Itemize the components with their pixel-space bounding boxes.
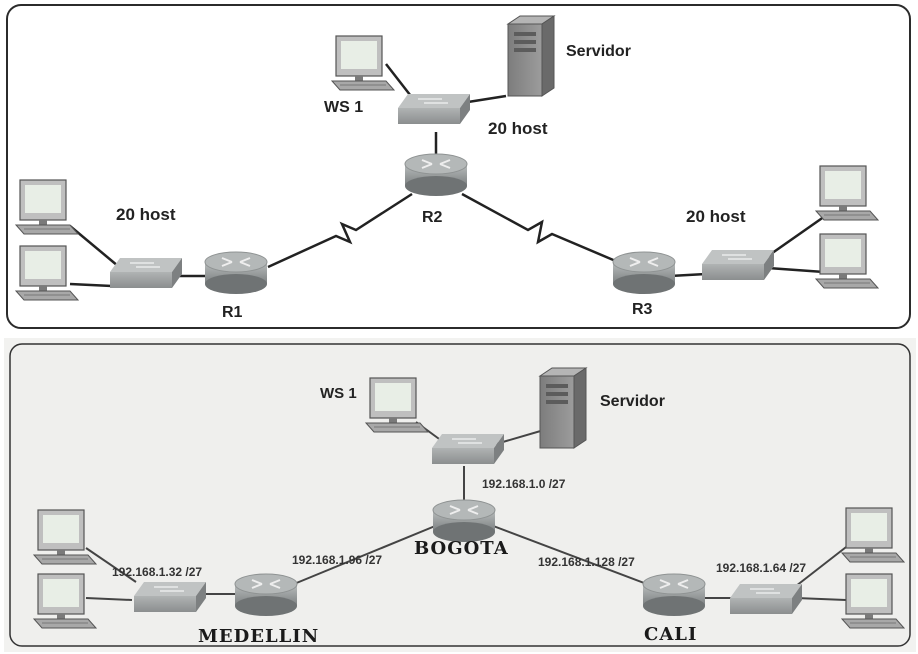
host-label-r2: 20 host (488, 119, 548, 138)
router-label-r2: R2 (422, 209, 443, 226)
router-label-r3: R3 (632, 301, 653, 318)
bottom-panel-frame (9, 343, 911, 647)
link-cali-switch-pc3 (795, 543, 851, 587)
router-r1 (204, 251, 268, 295)
router-cali (642, 573, 706, 617)
bottom-links (85, 421, 851, 601)
link-server-switch2 (467, 94, 507, 104)
switch-1 (109, 257, 183, 289)
ws1-label: WS 1 (324, 99, 363, 116)
switch-cali (729, 583, 803, 615)
router-label-medellin: MEDELLIN (198, 626, 319, 647)
router-r3 (612, 251, 676, 295)
host-label-r3: 20 host (686, 207, 746, 226)
router-medellin (234, 573, 298, 617)
server (507, 15, 555, 97)
server-label: Servidor (566, 43, 631, 60)
net-bogota-cali: 192.168.1.128 /27 (538, 555, 635, 569)
link-pc1-switch1 (69, 225, 119, 267)
link-r2-r3-serial (461, 192, 619, 264)
switch-3 (701, 249, 775, 281)
link-pc2-medellin-switch (85, 597, 133, 601)
link-pc1-medellin-switch (85, 547, 137, 583)
top-topology-svg: WS 1 Servidor 20 host 20 host 20 host R1… (6, 4, 911, 329)
link-switch3-pc3 (767, 212, 829, 258)
link-switch3-pc4 (767, 266, 825, 274)
link-bogota-cali (487, 523, 653, 587)
bottom-topology-diagram: WS 1 Servidor 192.168.1.0 /27 192.168.1.… (4, 338, 916, 652)
link-r3-switch3 (669, 272, 707, 278)
net-cali-lan: 192.168.1.64 /27 (716, 561, 806, 575)
top-links (69, 63, 829, 288)
router-r2 (404, 153, 468, 197)
router-label-bogota: BOGOTA (414, 538, 509, 559)
ws1-label-bottom: WS 1 (320, 385, 357, 402)
server-label-bottom: Servidor (600, 393, 665, 410)
net-medellin-lan: 192.168.1.32 /27 (112, 565, 202, 579)
router-label-cali: CALI (644, 624, 697, 645)
net-medellin-bogota: 192.168.1.96 /27 (292, 553, 382, 567)
link-r1-r2-serial (267, 192, 413, 269)
switch-medellin (133, 581, 207, 613)
router-bogota (432, 499, 496, 543)
switch-bogota (431, 433, 505, 465)
top-topology-diagram: WS 1 Servidor 20 host 20 host 20 host R1… (6, 4, 912, 330)
link-cali-switch-pc4 (795, 597, 847, 601)
server-bottom (539, 367, 587, 449)
link-pc2-switch1 (69, 282, 113, 288)
link-medellin-bogota (293, 523, 441, 585)
net-bogota-lan: 192.168.1.0 /27 (482, 477, 566, 491)
bottom-topology-svg: WS 1 Servidor 192.168.1.0 /27 192.168.1.… (4, 338, 916, 652)
switch-2 (397, 93, 471, 125)
host-label-r1: 20 host (116, 205, 176, 224)
router-label-r1: R1 (222, 304, 243, 321)
